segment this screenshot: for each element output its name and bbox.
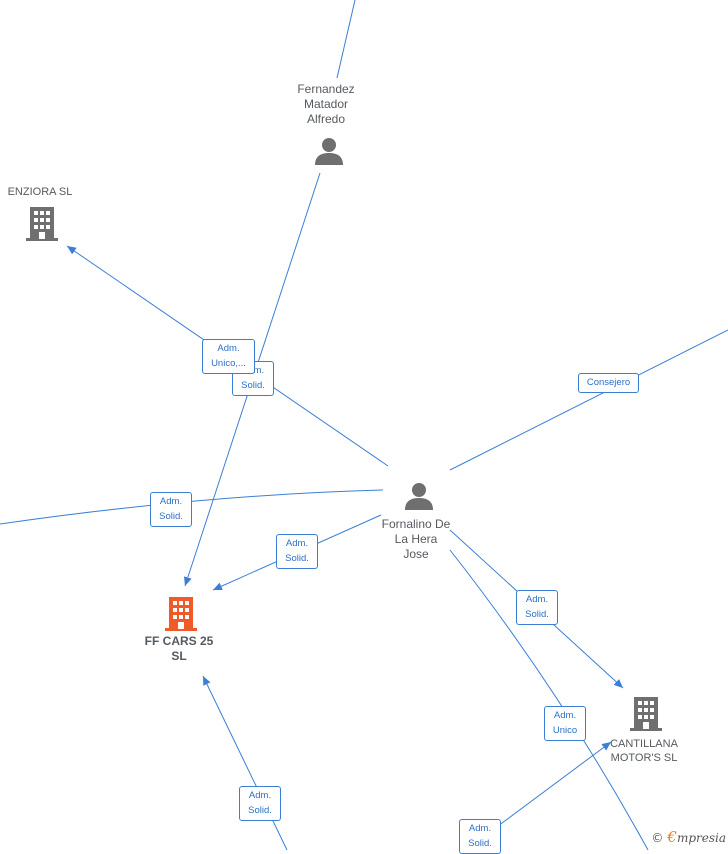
empresia-logo-text: mpresia bbox=[676, 831, 726, 845]
edge-label-adm-solid[interactable]: Adm. Solid. bbox=[516, 590, 558, 625]
building-icon-focus bbox=[165, 597, 197, 631]
building-icon bbox=[26, 207, 58, 241]
empresia-watermark: ©€mpresia bbox=[651, 828, 726, 846]
edge-bottom-to-cantillana bbox=[489, 741, 612, 833]
edge-fornalino-to-left bbox=[0, 489, 384, 525]
edge-label-adm-solid[interactable]: Adm. Solid. bbox=[459, 819, 501, 854]
edge-label-adm-unico[interactable]: Adm. Unico,... bbox=[202, 339, 255, 374]
edge-label-adm-solid[interactable]: Adm. Solid. bbox=[239, 786, 281, 821]
edge-top-to-fernandez bbox=[336, 0, 356, 79]
node-label-ffcars[interactable]: FF CARS 25 SL bbox=[144, 634, 214, 663]
node-label-enziora[interactable]: ENZIORA SL bbox=[7, 186, 73, 198]
person-icon bbox=[405, 483, 433, 510]
edge-label-consejero[interactable]: Consejero bbox=[578, 373, 639, 393]
empresia-logo-initial: € bbox=[667, 828, 677, 846]
node-label-fernandez[interactable]: Fernandez Matador Alfredo bbox=[297, 82, 355, 126]
edge-fornalino-to-bottom-right bbox=[449, 549, 649, 850]
person-icon bbox=[315, 138, 343, 165]
edge-label-adm-solid[interactable]: Adm. Solid. bbox=[276, 534, 318, 569]
node-label-fornalino[interactable]: Fornalino De La Hera Jose bbox=[381, 517, 451, 561]
node-label-cantillana[interactable]: CANTILLANA MOTOR'S SL bbox=[610, 738, 678, 764]
edge-label-adm-unico[interactable]: Adm. Unico bbox=[544, 706, 586, 741]
copyright-icon: © bbox=[651, 831, 664, 845]
building-icon bbox=[630, 697, 662, 731]
edge-bottom-to-ffcars bbox=[202, 675, 288, 850]
edge-label-adm-solid[interactable]: Adm. Solid. bbox=[150, 492, 192, 527]
edge-fornalino-to-right bbox=[449, 329, 728, 471]
